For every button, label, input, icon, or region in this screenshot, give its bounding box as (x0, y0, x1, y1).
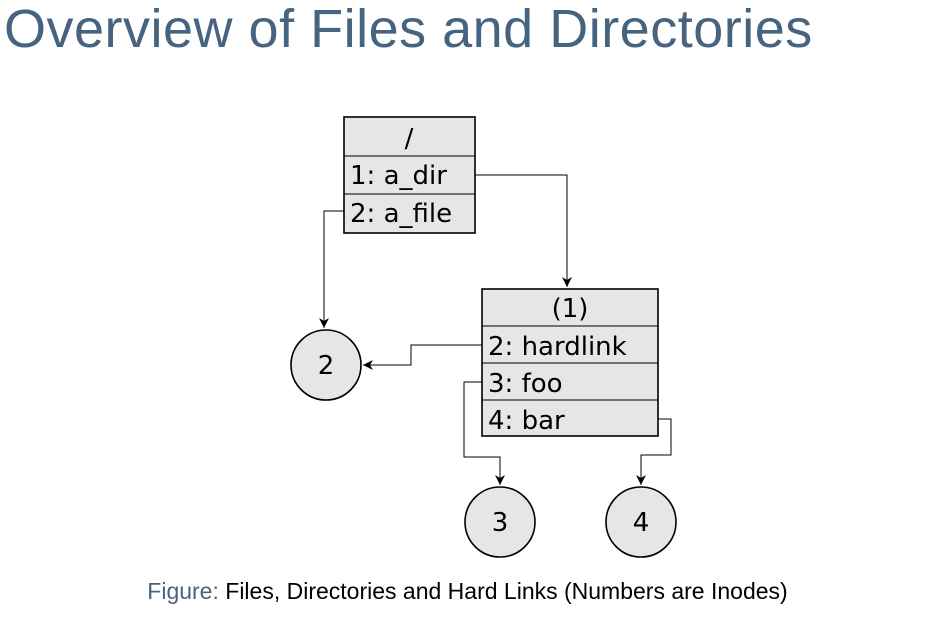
edge-bar-to-inode-4 (636, 418, 672, 485)
caption-text: Files, Directories and Hard Links (Numbe… (225, 578, 788, 604)
root-directory-box: / 1: a_dir 2: a_file (343, 116, 476, 234)
caption-label: Figure: (147, 578, 219, 604)
svg-text:4: 4 (633, 508, 650, 538)
edge-a-file-to-inode-2 (319, 210, 344, 328)
inode-circle-3: 3 (464, 486, 536, 558)
edge-hardlink-to-inode-2 (363, 344, 482, 370)
sub-directory-box: (1) 2: hardlink 3: foo 4: bar (481, 288, 659, 437)
inode-circle-2: 2 (290, 329, 362, 401)
sub-entry-foo: 3: foo (488, 369, 563, 399)
inode-circle-4: 4 (605, 486, 677, 558)
svg-text:2: 2 (318, 351, 335, 381)
root-entry-a-dir: 1: a_dir (350, 161, 447, 191)
root-directory-header: / (405, 124, 414, 154)
sub-entry-bar: 4: bar (488, 406, 565, 436)
svg-text:3: 3 (492, 508, 509, 538)
sub-entry-hardlink: 2: hardlink (488, 332, 627, 362)
figure-caption: Figure: Files, Directories and Hard Link… (0, 578, 935, 605)
sub-directory-header: (1) (552, 294, 589, 324)
edge-a-dir-to-subdir (475, 174, 572, 287)
edge-foo-to-inode-3 (463, 381, 505, 485)
page-title: Overview of Files and Directories (4, 0, 813, 59)
root-entry-a-file: 2: a_file (350, 199, 452, 229)
